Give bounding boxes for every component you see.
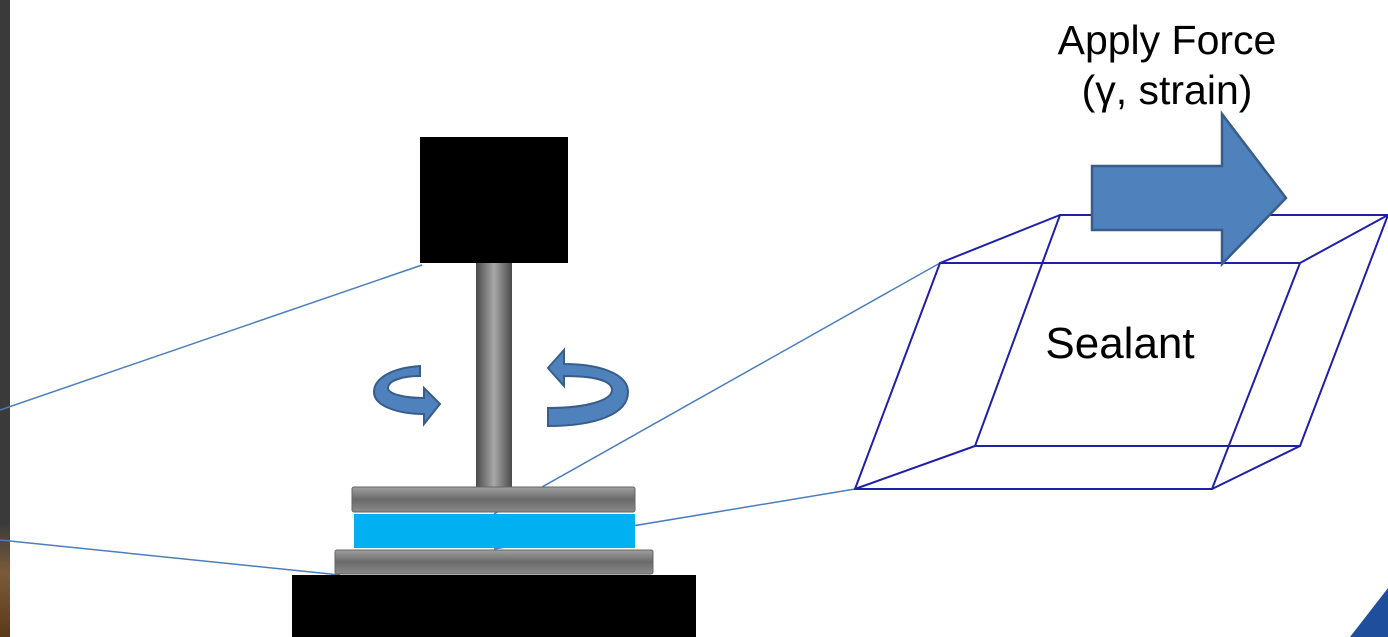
- specimen-label: Sealant: [1045, 319, 1194, 368]
- lower-plate: [334, 549, 654, 575]
- curved-arrow-counterclockwise-icon: [546, 347, 630, 428]
- left-edge-strip: [0, 0, 10, 637]
- force-label-line1: Apply Force: [1058, 17, 1277, 63]
- leader-line-sealant-top: [493, 262, 941, 515]
- leader-line-bottom-plate: [0, 539, 341, 576]
- rheometer-shaft: [476, 263, 512, 487]
- sheared-specimen-box: [853, 214, 1388, 490]
- leader-line-top-block: [0, 264, 423, 411]
- specimen-front-face: [853, 262, 1302, 490]
- curved-arrow-clockwise-icon: [372, 364, 442, 427]
- specimen-edge-tl: [939, 214, 1061, 264]
- sealant-layer: [354, 514, 635, 548]
- specimen-edge-bl: [854, 445, 976, 490]
- upper-plate: [351, 486, 636, 513]
- force-label-line2: (γ, strain): [1082, 67, 1253, 113]
- upper-motor-block: [420, 137, 568, 263]
- base-block: [292, 575, 696, 637]
- specimen-edge-tr: [1299, 214, 1388, 264]
- corner-accent: [1350, 588, 1388, 637]
- right-arrow-icon: [1090, 110, 1288, 268]
- specimen-edge-br: [1211, 445, 1301, 490]
